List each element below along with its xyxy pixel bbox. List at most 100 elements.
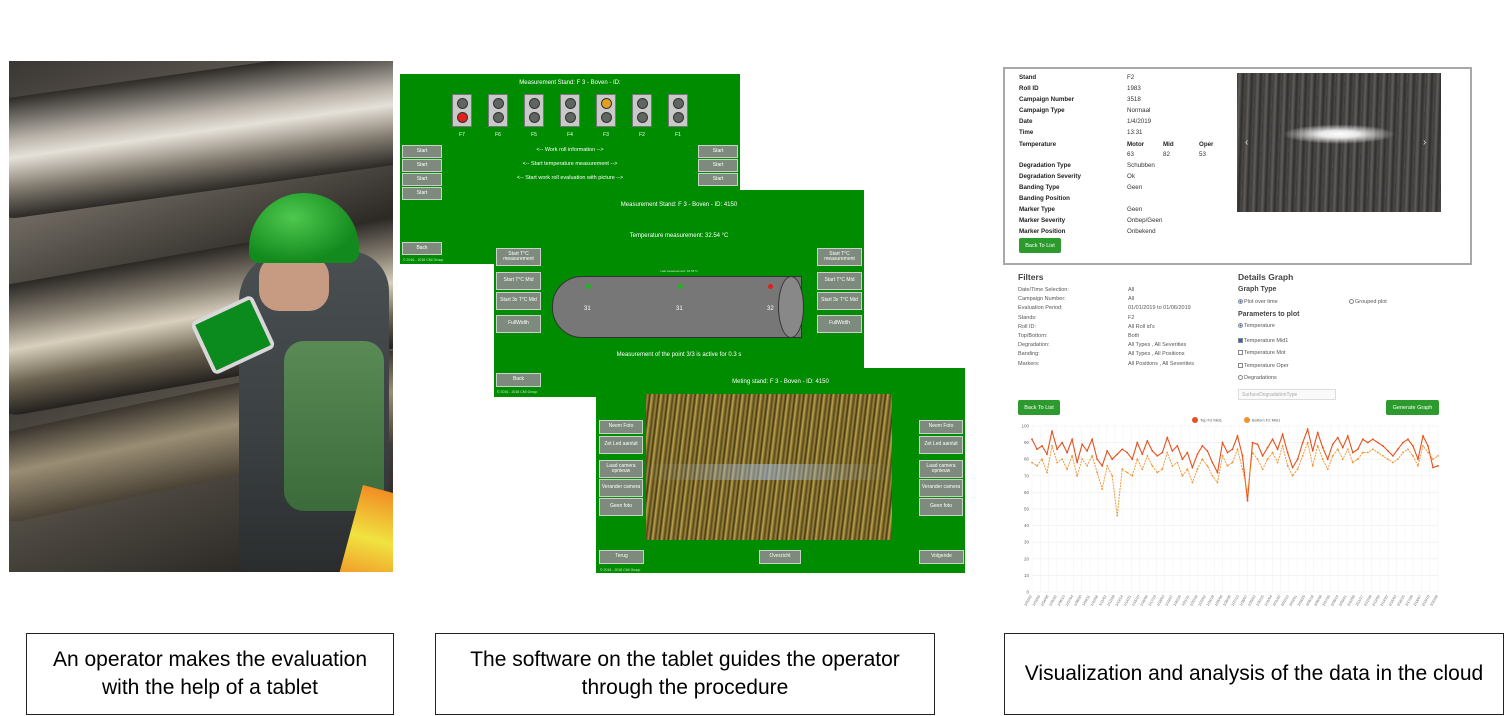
stand-light-4[interactable] (560, 94, 580, 127)
start-button-left-1[interactable]: Start (402, 145, 442, 158)
generate-graph-button[interactable]: Generate Graph (1386, 400, 1439, 415)
led-toggle-left[interactable]: Zet Led aan/uit (599, 436, 643, 454)
grouped-plot-option[interactable]: Grouped plot (1349, 299, 1387, 305)
data-point (1116, 514, 1119, 517)
led-toggle-right[interactable]: Zet Led aan/uit (919, 436, 963, 454)
data-point (1306, 441, 1309, 444)
back-to-list-button[interactable]: Back To List (1019, 238, 1061, 253)
data-point (1141, 468, 1144, 471)
start-button-right-1[interactable]: Start (698, 145, 738, 158)
filter-key: Roll ID: (1018, 323, 1037, 330)
data-point (1106, 450, 1109, 452)
fullwidth-right[interactable]: FullWidth (817, 315, 862, 333)
y-tick-label: 100 (1021, 424, 1029, 429)
start-button-right-2[interactable]: Start (698, 159, 738, 172)
degradation-type-select[interactable]: SurfaceDegradationType (1238, 389, 1336, 400)
start-button-left-3[interactable]: Start (402, 173, 442, 186)
fullwidth-left[interactable]: FullWidth (496, 315, 541, 333)
x-tick-label: 1/09/11 (1082, 595, 1091, 607)
change-camera-right[interactable]: Verander camera (919, 479, 963, 497)
no-photo-left[interactable]: Geen foto (599, 498, 643, 516)
measurement-point-2 (678, 284, 683, 289)
start-temp-mid-right[interactable]: Start T°C Mid (817, 272, 862, 290)
data-point (1256, 458, 1259, 461)
take-photo-left[interactable]: Neem Foto (599, 420, 643, 434)
data-point (1251, 441, 1254, 444)
data-point (1412, 454, 1414, 457)
radio-icon (1238, 323, 1243, 328)
data-point (1356, 448, 1359, 451)
reload-camera-right[interactable]: Laad camera opnieuw (919, 460, 963, 478)
data-point (1211, 461, 1214, 464)
data-point (1046, 453, 1048, 456)
x-tick-label: 1/07/04 (1065, 595, 1074, 607)
back-button[interactable]: Terug (599, 550, 644, 564)
start-3x-temp-mid-left[interactable]: Start 3x T°C Mid (496, 292, 541, 310)
stand-light-2[interactable] (488, 94, 508, 127)
copyright: © 2016 - 2018 CMI Group (600, 568, 641, 572)
point-value-3: 32 (767, 306, 774, 312)
back-button[interactable]: Back (496, 373, 541, 387)
data-point (1276, 461, 1279, 464)
data-point (1231, 461, 1234, 464)
detail-key: Degradation Severity (1019, 173, 1081, 180)
start-button-left-4[interactable]: Start (402, 187, 442, 200)
back-button[interactable]: Back (402, 242, 442, 255)
stand-light-3[interactable] (524, 94, 544, 127)
stand-light-5[interactable] (596, 94, 616, 127)
reload-camera-left[interactable]: Laad camera opnieuw (599, 460, 643, 478)
data-point (1051, 445, 1053, 447)
data-point (1096, 471, 1099, 474)
roll-surface-photo (646, 394, 892, 540)
roll-defect-image: ‹ › (1237, 73, 1441, 212)
temp-oper-checkbox[interactable]: Temperature Oper (1238, 363, 1289, 369)
lamp-top (493, 98, 504, 109)
next-button[interactable]: Volgende (919, 550, 964, 564)
y-tick-label: 30 (1024, 540, 1030, 545)
back-to-list-button-2[interactable]: Back To List (1018, 400, 1060, 415)
change-camera-left[interactable]: Verander camera (599, 479, 643, 497)
data-point (1371, 438, 1374, 441)
stand-light-7[interactable] (668, 94, 688, 127)
data-point (1111, 458, 1114, 461)
start-temp-mid-left[interactable]: Start T°C Mid (496, 272, 541, 290)
link-evaluation-picture[interactable]: <-- Start work roll evaluation with pict… (516, 175, 624, 181)
data-point (1221, 441, 1224, 444)
stand-light-1[interactable] (452, 94, 472, 127)
detail-key: Time (1019, 129, 1034, 136)
start-temp-measurement-left[interactable]: Start T°C measurement (496, 248, 541, 266)
start-temp-measurement-right[interactable]: Start T°C measurement (817, 248, 862, 266)
measurement-status: Measurement of the point 3/3 is active f… (616, 352, 742, 358)
data-point (1196, 468, 1199, 471)
lamp-bottom (601, 112, 612, 123)
link-work-roll-info[interactable]: <-- Work roll information --> (536, 147, 604, 153)
filter-value: All Roll id's (1128, 323, 1155, 330)
start-button-left-2[interactable]: Start (402, 159, 442, 172)
legend-marker (1244, 417, 1250, 423)
degradations-option[interactable]: Degradations (1238, 375, 1277, 381)
data-point (1221, 454, 1224, 457)
overview-button[interactable]: Overzicht (759, 550, 801, 564)
filter-key: Date/Time Selection: (1018, 287, 1069, 293)
filter-value: All (1128, 296, 1135, 303)
temp-mot-checkbox[interactable]: Temperature Mot (1238, 350, 1286, 356)
next-image-icon[interactable]: › (1423, 137, 1427, 148)
plot-over-time-option[interactable]: Plot over time (1238, 299, 1278, 305)
link-temperature[interactable]: <-- Start temperature measurement --> (522, 161, 618, 167)
stand-label: F2 (639, 132, 645, 138)
data-point (1371, 448, 1374, 451)
stand-light-6[interactable] (632, 94, 652, 127)
no-photo-right[interactable]: Geen foto (919, 498, 963, 516)
start-button-right-3[interactable]: Start (698, 173, 738, 186)
x-tick-label: 2/14/22 (1380, 595, 1389, 607)
temp-mid-checkbox[interactable]: Temperature Mid1 (1238, 338, 1288, 344)
temperature-option[interactable]: Temperature (1238, 323, 1275, 329)
temperature-line-chart: 10090807060504030201001/02/221/03/091/04… (1021, 417, 1439, 607)
take-photo-right[interactable]: Neem Foto (919, 420, 963, 434)
data-point (1311, 450, 1314, 452)
prev-image-icon[interactable]: ‹ (1245, 137, 1249, 148)
data-point (1331, 454, 1334, 457)
x-tick-label: 1/05/22 (1048, 595, 1057, 607)
start-3x-temp-mid-right[interactable]: Start 3x T°C Mid (817, 292, 862, 310)
